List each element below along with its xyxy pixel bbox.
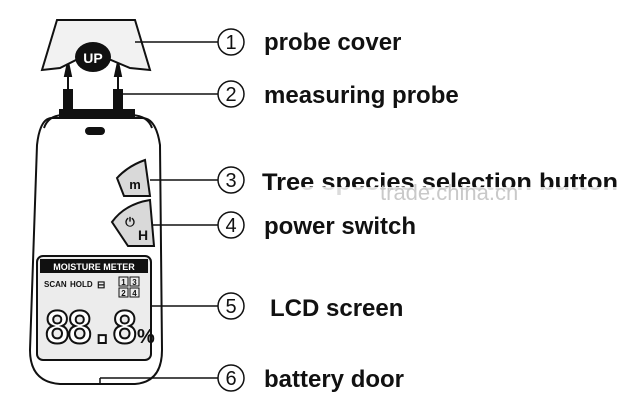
label-measuring-probe: measuring probe: [264, 82, 459, 109]
label-lcd-screen: LCD screen: [270, 295, 403, 322]
callout-number-1: 1: [225, 32, 236, 54]
lcd-hold: HOLD: [70, 280, 93, 289]
label-power-switch: power switch: [264, 213, 416, 240]
power-glyph: ⏻: [125, 215, 135, 229]
lcd-frame: [36, 255, 152, 361]
callout-circle-1: [217, 28, 245, 56]
label-probe-cover: probe cover: [264, 29, 401, 56]
probe-left-point: [63, 61, 73, 77]
callout-circle-4: [217, 211, 245, 239]
callout-number-5: 5: [225, 296, 236, 318]
callout-markers: [217, 28, 245, 392]
selector-2: 2: [121, 289, 126, 298]
selector-3: 3: [132, 278, 137, 287]
callout-number-3: 3: [225, 170, 236, 192]
probe-right-point: [113, 61, 123, 77]
watermark-strip: [300, 187, 636, 201]
leader-lines: [99, 41, 218, 384]
callout-labels: probe cover measuring probe Tree species…: [262, 29, 618, 393]
lcd-title: MOISTURE METER: [53, 262, 135, 272]
selector-4: 4: [132, 289, 137, 298]
probe-left-tip: [63, 89, 73, 111]
lcd-title-bar: [40, 259, 148, 273]
device-buttons: m ⏻ H: [110, 158, 156, 247]
lcd-screen: MOISTURE METER SCAN HOLD ⊟ 1 3 2 4 88.8 …: [36, 255, 155, 361]
callout-circle-5: [217, 292, 245, 320]
lcd-percent: %: [137, 326, 155, 348]
power-button: [110, 198, 156, 247]
cover-up-badge: [75, 42, 111, 72]
callout-numbers: 1 2 3 4 5 6: [225, 32, 236, 390]
lcd-digits: 88.8: [44, 303, 135, 354]
cover-up-text: UP: [83, 50, 102, 66]
lcd-battery: ⊟: [97, 280, 105, 291]
callout-number-2: 2: [225, 84, 236, 106]
callout-circle-2: [217, 80, 245, 108]
watermark-text: trade.china.cn: [380, 180, 518, 205]
hold-button-label: H: [138, 227, 148, 243]
lcd-scan: SCAN: [44, 280, 67, 289]
top-slot: [85, 127, 105, 135]
lcd-selector: [118, 276, 140, 298]
callout-circle-3: [217, 166, 245, 194]
callout-circle-6: [217, 364, 245, 392]
probe-right-tip: [113, 89, 123, 111]
callout-number-6: 6: [225, 368, 236, 390]
selector-1: 1: [121, 278, 126, 287]
callout-number-4: 4: [225, 215, 236, 237]
probe-base: [59, 109, 135, 119]
species-button: [115, 158, 152, 197]
label-battery-door: battery door: [264, 366, 404, 393]
measuring-probes: [63, 61, 123, 111]
species-button-label: m: [129, 177, 141, 192]
probe-cover: UP: [40, 19, 152, 72]
